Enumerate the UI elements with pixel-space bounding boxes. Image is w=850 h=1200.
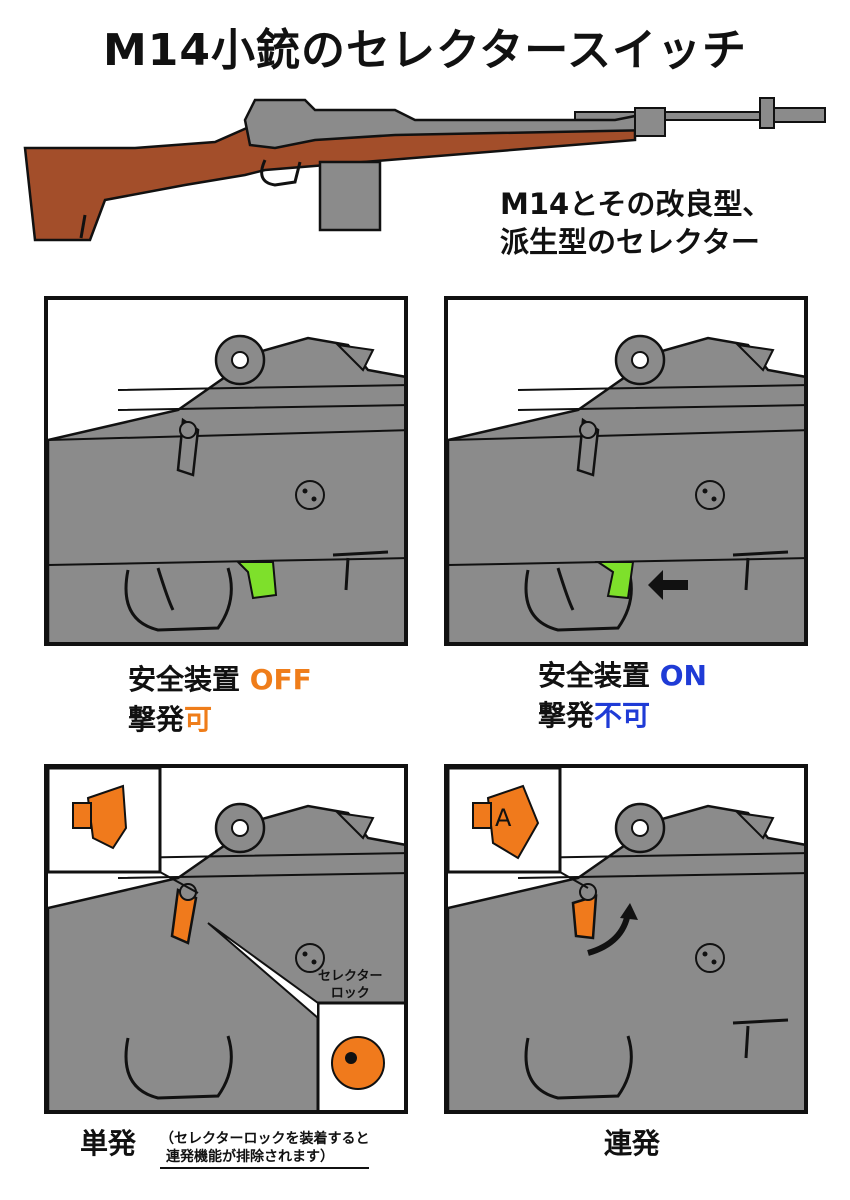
fire-label-off: 撃発 bbox=[128, 703, 185, 736]
selector-lock-label-line2: ロック bbox=[330, 986, 370, 1001]
semi-note-line1: （セレクターロックを装着すると bbox=[160, 1131, 370, 1147]
receiver-illustration-auto bbox=[448, 768, 804, 1110]
panel-semi: セレクター ロック bbox=[44, 764, 408, 1114]
rifle-caption: M14とその改良型、 派生型のセレクター bbox=[500, 185, 771, 261]
mode-semi: 単発 bbox=[80, 1127, 137, 1160]
receiver-illustration-semi bbox=[48, 768, 404, 1110]
panel-auto: A bbox=[444, 764, 808, 1114]
safety-state-on: ON bbox=[659, 659, 707, 692]
panel-safety-off bbox=[44, 296, 408, 646]
rifle-caption-line1: M14とその改良型、 bbox=[500, 187, 772, 221]
page-title: M14小銃のセレクタースイッチ bbox=[102, 25, 748, 76]
fire-state-on: 不可 bbox=[594, 699, 651, 732]
fire-state-off: 可 bbox=[184, 703, 213, 736]
semi-note-line2: 連発機能が排除されます） bbox=[160, 1148, 370, 1169]
state-safety-off: 安全装置 OFF 撃発可 bbox=[128, 660, 312, 740]
mode-auto: 連発 bbox=[604, 1127, 661, 1160]
safety-label-off: 安全装置 bbox=[128, 663, 250, 696]
selector-letter-a: A bbox=[495, 804, 512, 832]
selector-lock-label: セレクター ロック bbox=[318, 968, 382, 1002]
fire-label-on: 撃発 bbox=[538, 699, 595, 732]
receiver-illustration-off bbox=[48, 334, 404, 642]
safety-label-on: 安全装置 bbox=[538, 659, 660, 692]
safety-state-off: OFF bbox=[249, 663, 312, 696]
receiver-illustration-on bbox=[448, 334, 804, 642]
panel-safety-on bbox=[444, 296, 808, 646]
semi-note: （セレクターロックを装着すると 連発機能が排除されます） bbox=[160, 1130, 370, 1169]
rifle-caption-line2: 派生型のセレクター bbox=[500, 225, 760, 259]
m14-rifle-illustration bbox=[23, 97, 826, 242]
state-safety-on: 安全装置 ON 撃発不可 bbox=[538, 656, 707, 736]
selector-lock-label-line1: セレクター bbox=[318, 969, 383, 984]
